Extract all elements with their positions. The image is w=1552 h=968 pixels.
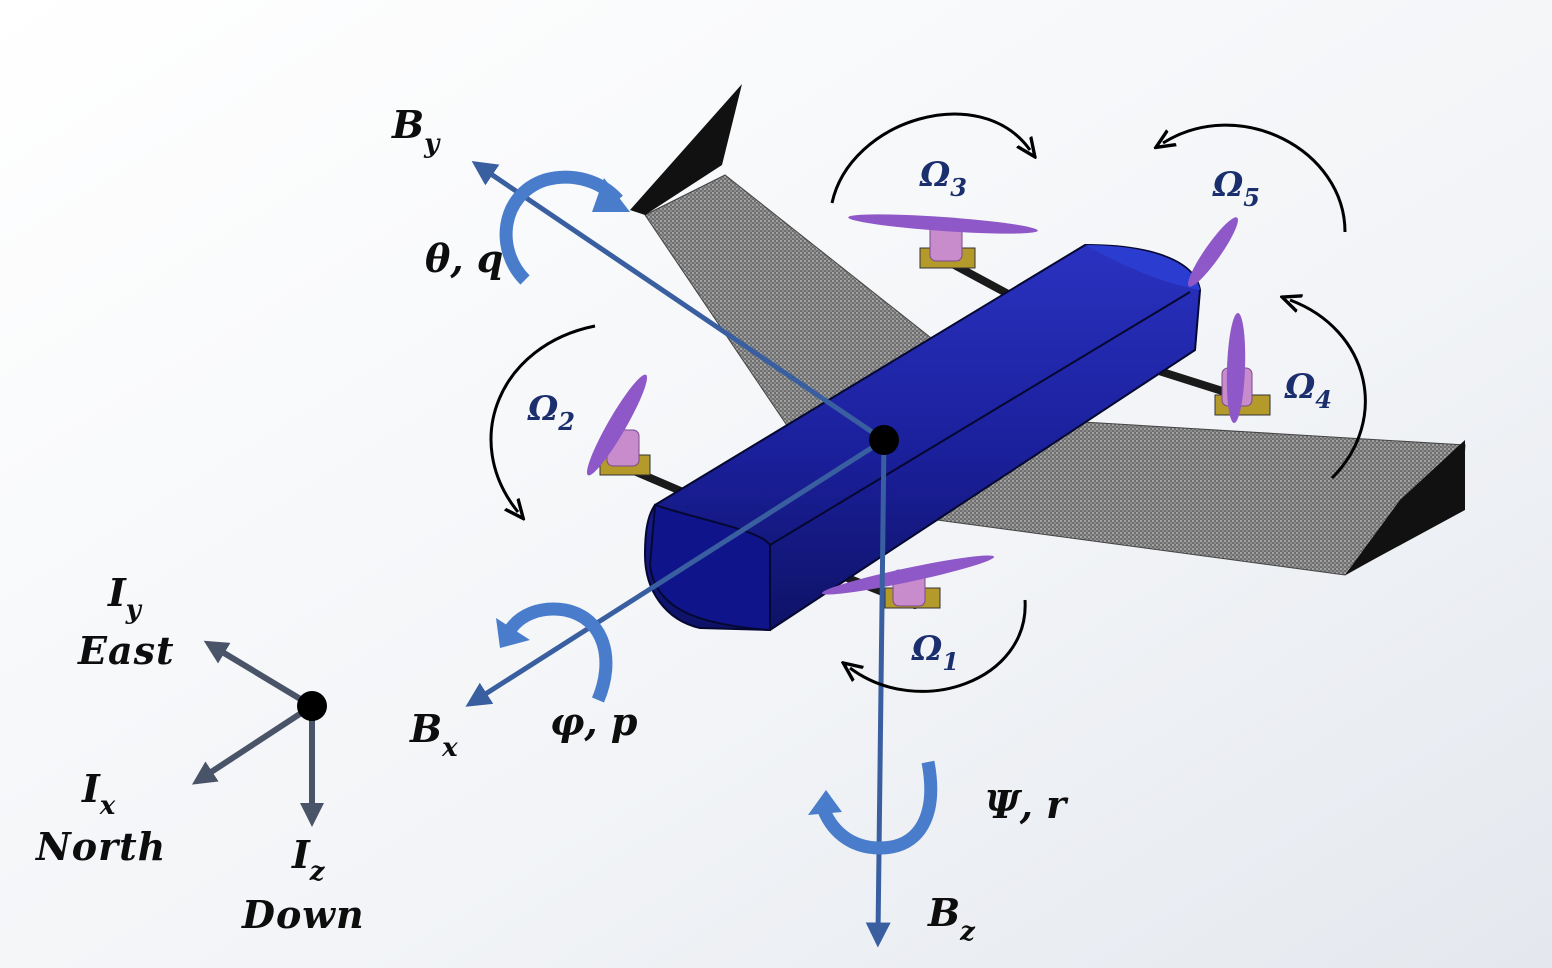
fuselage-tail	[1085, 245, 1200, 290]
roll-arrow	[504, 602, 613, 703]
motor-5	[1188, 217, 1238, 287]
iz-label: Iz	[291, 832, 326, 887]
yaw-label: Ψ, r	[985, 782, 1069, 827]
iy-axis	[203, 640, 314, 709]
propeller-2	[586, 374, 648, 476]
omega-2-label: Ω2	[527, 389, 575, 436]
rotor-direction-arrows	[489, 112, 1367, 693]
bx-label: Bx	[409, 706, 458, 763]
fuselage	[643, 243, 1202, 632]
motor-4	[1214, 313, 1271, 423]
east-label: East	[77, 628, 175, 673]
motor-2	[586, 374, 651, 476]
ix-axis	[191, 703, 314, 785]
center-of-mass	[869, 425, 899, 455]
down-label: Down	[241, 892, 365, 937]
fuselage-nose	[648, 503, 771, 632]
inertial-frame	[191, 640, 324, 827]
right-winglet	[1345, 440, 1465, 575]
inertial-origin	[297, 691, 327, 721]
north-label: North	[35, 824, 166, 869]
omega-1-label: Ω1	[911, 629, 959, 676]
propeller-5	[1188, 217, 1238, 287]
by-label: By	[391, 102, 441, 159]
left-winglet	[630, 84, 742, 215]
rotor-3-direction	[830, 112, 1030, 204]
pitch-label: θ, q	[425, 236, 503, 281]
bx-axis	[465, 437, 886, 707]
iy-label: Iy	[107, 570, 143, 625]
bz-label: Bz	[927, 890, 976, 947]
omega-3-label: Ω3	[919, 155, 967, 202]
roll-label: φ, p	[550, 699, 638, 744]
rotor-2-direction	[489, 324, 596, 512]
motor-3	[848, 214, 1038, 269]
omega-4-label: Ω4	[1284, 367, 1332, 414]
rotation-arrows	[496, 170, 938, 855]
rotor-4-direction	[1290, 300, 1367, 480]
omega-5-label: Ω5	[1212, 165, 1260, 212]
rotor-1-direction	[850, 599, 1027, 693]
propeller-1	[821, 555, 995, 595]
ix-label: Ix	[81, 766, 116, 821]
rotor-5-direction	[1163, 123, 1347, 233]
pitch-arrow	[499, 170, 623, 285]
propeller-4	[1226, 313, 1246, 423]
yaw-arrow	[815, 760, 938, 855]
motor-1	[821, 555, 995, 609]
propeller-3	[848, 214, 1038, 234]
by-axis	[471, 160, 886, 443]
